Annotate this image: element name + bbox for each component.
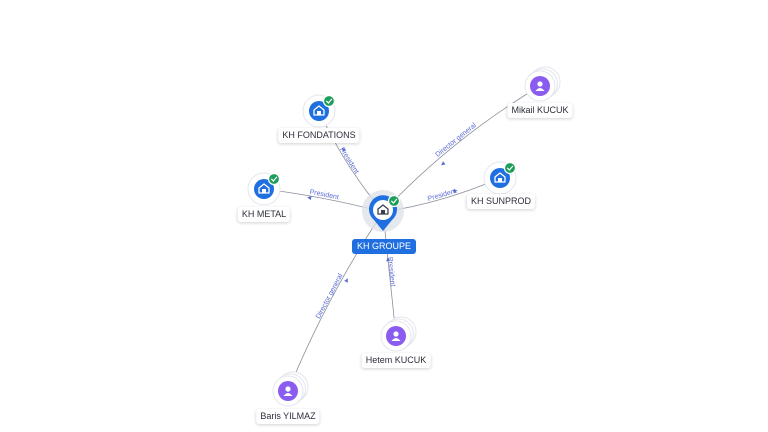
- building-icon: [377, 204, 389, 215]
- edge-line: [287, 211, 384, 392]
- edge-arrow: [441, 161, 446, 166]
- edge-line: [382, 85, 541, 213]
- person-node-hetem-kucuk[interactable]: [380, 316, 417, 352]
- person-icon: [283, 386, 293, 396]
- person-icon: [391, 331, 401, 341]
- node-label-hetem-kucuk[interactable]: Hetem KUCUK: [361, 353, 431, 368]
- building-icon: [313, 105, 325, 116]
- verified-check-icon: [503, 161, 517, 175]
- verified-check-icon: [322, 94, 336, 108]
- person-node-baris-yilmaz[interactable]: [272, 371, 309, 407]
- edge-label: Director general: [435, 122, 479, 159]
- node-label-kh-sunprod[interactable]: KH SUNPROD: [466, 194, 536, 209]
- edge-arrow: [342, 147, 347, 153]
- node-label-kh-metal[interactable]: KH METAL: [237, 207, 291, 222]
- edge-label: President: [338, 146, 360, 175]
- edge-arrow: [386, 257, 391, 262]
- node-label-kh-groupe[interactable]: KH GROUPE: [351, 239, 417, 254]
- edge-label: President: [309, 189, 339, 201]
- building-icon: [258, 183, 270, 194]
- person-node-mikail-kucuk[interactable]: [524, 66, 561, 102]
- company-node-kh-metal[interactable]: [247, 172, 281, 206]
- company-node-kh-sunprod[interactable]: [483, 161, 517, 195]
- verified-check-icon: [267, 172, 281, 186]
- node-label-kh-fondations[interactable]: KH FONDATIONS: [278, 128, 360, 143]
- center-node-kh-groupe[interactable]: [362, 190, 404, 232]
- building-icon: [494, 172, 506, 183]
- node-label-baris-yilmaz[interactable]: Baris YILMAZ: [256, 409, 320, 424]
- edge-arrow: [453, 189, 458, 194]
- edge-arrow: [307, 196, 312, 201]
- edge-label: Director general: [315, 272, 345, 320]
- edge-label: President: [386, 257, 396, 287]
- edge-arrow: [344, 278, 348, 283]
- company-node-kh-fondations[interactable]: [302, 94, 336, 128]
- person-icon: [535, 81, 545, 91]
- verified-check-icon: [387, 194, 401, 208]
- edge-label: President: [427, 188, 457, 203]
- node-label-mikail-kucuk[interactable]: Mikail KUCUK: [507, 103, 573, 118]
